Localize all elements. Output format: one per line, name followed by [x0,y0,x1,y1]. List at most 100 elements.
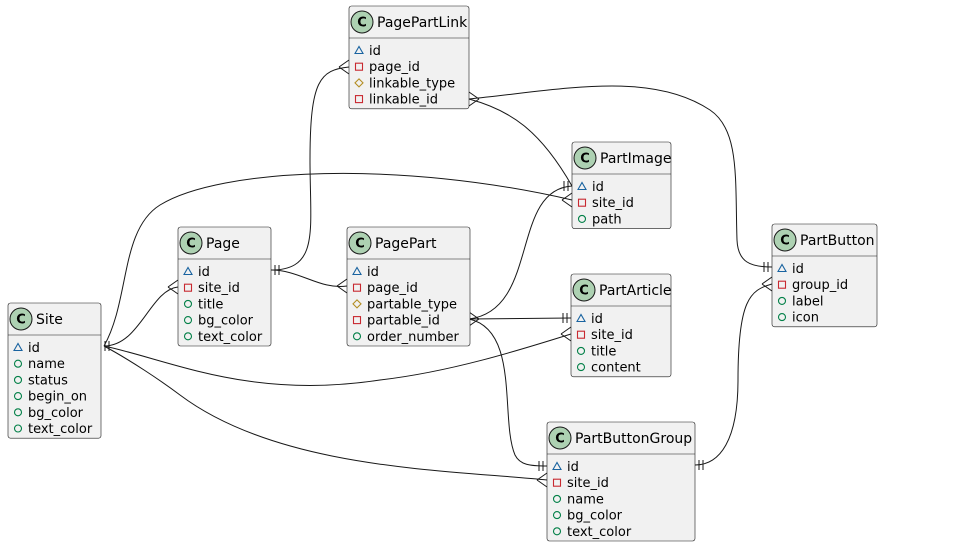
class-stereotype-icon [573,146,597,170]
private-attribute-icon [777,280,787,289]
relationship-line [103,172,573,347]
entity-attribute-row: partable_id [352,314,440,329]
class-stereotype-letter: C [579,284,589,299]
private-attribute-icon [354,62,364,71]
relationship-line [270,269,348,288]
entity-attribute-name: linkable_id [369,93,438,108]
one-cardinality-mark [698,460,704,470]
private-attribute-icon [352,283,362,292]
public-attribute-icon [183,299,193,308]
entity-attribute-name: site_id [567,476,609,491]
entity-attribute-name: text_color [567,525,632,540]
entity-title: PagePartLink [377,15,468,31]
public-attribute-icon [552,527,562,536]
public-attribute-icon [576,363,586,372]
many-cardinality-mark [468,311,480,327]
entity-title: PartButtonGroup [575,431,692,447]
class-stereotype-letter: C [186,237,196,252]
key-attribute-icon [352,266,362,276]
entity-attribute-row: path [577,212,622,227]
entity-attribute-name: bg_color [567,509,623,524]
many-cardinality-mark [560,326,572,342]
entity-attribute-name: order_number [367,330,460,345]
public-attribute-icon [13,392,23,401]
entity-attribute-name: linkable_type [369,76,455,91]
entity-attribute-row: linkable_type [354,76,455,91]
entity-attribute-name: path [592,212,622,227]
protected-attribute-icon [352,299,362,309]
entity-attribute-name: content [591,361,641,376]
entity-attribute-name: id [591,312,603,327]
class-stereotype-letter: C [555,432,565,447]
one-cardinality-mark [563,181,569,191]
entity-attribute-name: partable_id [367,314,440,329]
entity-attribute-row: site_id [552,476,609,491]
relationship-line [468,318,548,467]
entity-attribute-name: id [792,262,804,277]
key-attribute-icon [552,461,562,471]
entity-title: PartImage [600,151,671,167]
class-stereotype-icon [548,426,572,450]
entity-attribute-row: id [777,262,804,277]
entity-attribute-row: site_id [576,328,633,343]
public-attribute-icon [183,332,193,341]
relationship-line [468,317,572,320]
many-cardinality-mark [561,192,573,208]
entity-box [546,421,696,542]
class-stereotype-letter: C [780,234,790,249]
entity-attribute-row: bg_color [183,314,254,329]
entity-attribute-row: name [13,357,65,372]
entity-attribute-name: icon [792,311,819,326]
entity-title: Site [36,312,63,328]
many-cardinality-mark [536,472,548,488]
entity-attribute-name: site_id [592,196,634,211]
one-cardinality-mark [538,461,544,471]
entity-box [771,223,878,328]
entity-attribute-row: group_id [777,278,848,293]
key-attribute-icon [183,266,193,276]
key-attribute-icon [354,45,364,55]
entity-attribute-row: site_id [577,196,634,211]
relationship-line [103,286,179,347]
public-attribute-icon [13,359,23,368]
entity-box [177,226,272,347]
entity-attribute-row: title [183,297,223,312]
class-stereotype-icon [348,231,372,255]
relationship-line [468,98,573,187]
entity-attribute-name: name [567,492,604,507]
relationship-line [103,345,548,481]
entity-attribute-row: content [576,361,641,376]
many-cardinality-mark [167,279,179,295]
private-attribute-icon [352,316,362,325]
entity-attribute-row: text_color [183,330,263,345]
entity-attribute-name: status [28,373,68,388]
relationship-line [103,333,572,386]
entity-box [7,302,102,439]
entity-attribute-row: order_number [352,330,460,345]
entity-attribute-name: begin_on [28,390,87,405]
one-cardinality-mark [104,341,110,351]
entity-attribute-name: title [591,344,616,359]
entity-attribute-name: text_color [198,330,263,345]
entity-attribute-row: title [576,344,616,359]
entity-attribute-name: bg_color [28,406,84,421]
relationship-line [694,283,773,466]
entity-attribute-name: bg_color [198,314,254,329]
key-attribute-icon [777,263,787,273]
entity-title: PartButton [800,233,875,249]
entity-attribute-name: site_id [198,281,240,296]
entity-title: PartArticle [599,283,672,299]
entity-attribute-name: id [367,265,379,280]
entity-attribute-name: page_id [369,60,420,75]
entity-attribute-row: id [354,44,381,59]
entity-attribute-row: id [13,341,40,356]
public-attribute-icon [576,346,586,355]
entity-box [346,226,471,347]
class-stereotype-icon [179,231,203,255]
